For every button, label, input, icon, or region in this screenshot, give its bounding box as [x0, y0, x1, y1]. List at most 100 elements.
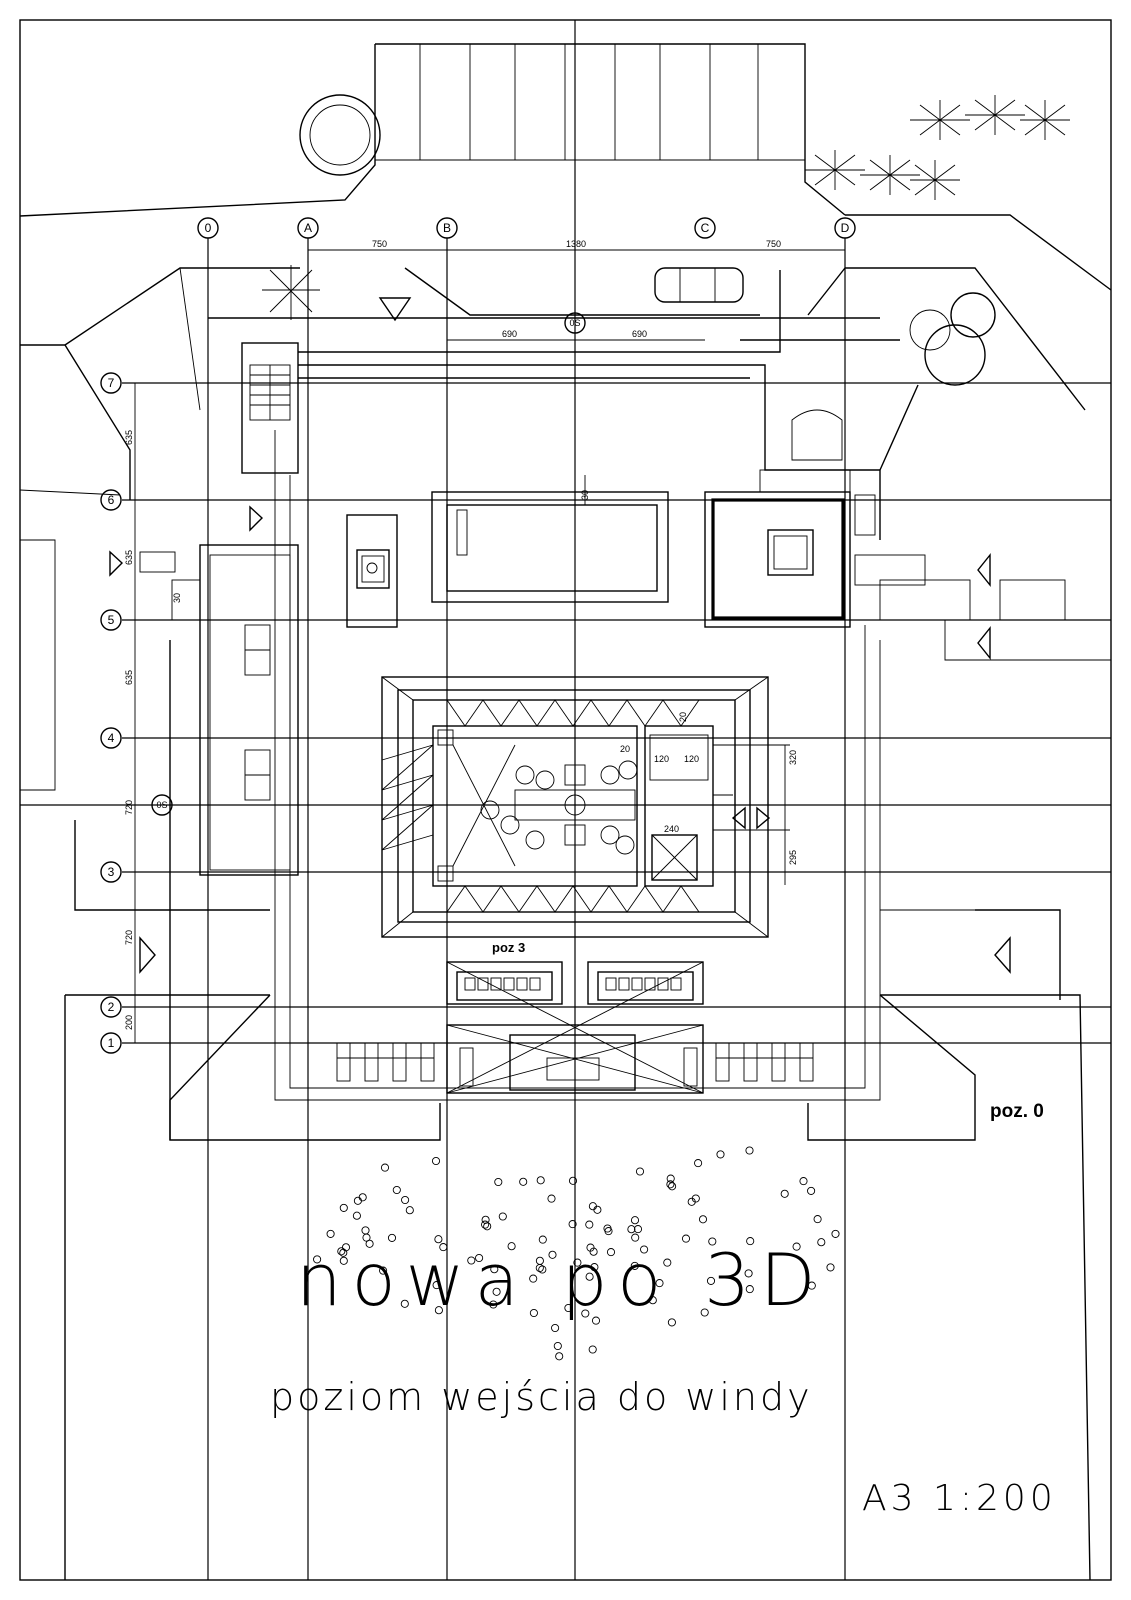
decorative-dot — [401, 1195, 410, 1205]
decorative-dot — [339, 1256, 348, 1265]
decorative-dot — [353, 1196, 362, 1205]
decorative-dot — [380, 1163, 390, 1172]
axis-bubble-0s-left: 0S — [151, 794, 173, 816]
decorative-dot — [792, 1242, 801, 1251]
axis-label: 6 — [108, 493, 115, 507]
dimension-line-top: 750 1380 750 690 690 — [308, 239, 845, 341]
decorative-dot — [745, 1285, 754, 1294]
decorative-dot — [337, 1247, 346, 1256]
decorative-dot — [588, 1202, 597, 1211]
axis-label: 0S — [569, 318, 580, 328]
axis-label: 1 — [108, 1036, 115, 1050]
decorative-dot — [481, 1220, 490, 1229]
decorative-dot — [668, 1182, 677, 1191]
dimension-label: 1380 — [566, 239, 586, 249]
decorative-dot — [663, 1258, 672, 1267]
dimension-label: 295 — [788, 850, 798, 865]
decorative-dot — [604, 1227, 613, 1236]
decorative-dot — [633, 1225, 643, 1234]
dimension-label: 30 — [172, 593, 182, 603]
axis-bubble-1: 1 — [100, 1032, 122, 1054]
decorative-dot — [392, 1185, 401, 1195]
decorative-dot — [432, 1281, 441, 1290]
dimension-label: 30 — [580, 490, 590, 500]
decorative-dot — [589, 1247, 598, 1256]
decorative-dot — [631, 1233, 640, 1242]
decorative-dot — [536, 1176, 545, 1185]
seating-rows — [336, 1042, 814, 1087]
decorative-dot — [700, 1308, 709, 1317]
decorative-dot — [492, 1287, 501, 1296]
direction-markers — [109, 505, 1011, 974]
axis-bubble-c: C — [694, 217, 716, 239]
axis-label: 3 — [108, 865, 115, 879]
dimension-label: 750 — [372, 239, 387, 249]
west-building — [139, 544, 299, 876]
decorative-dot — [573, 1258, 582, 1267]
decorative-dot — [361, 1226, 370, 1235]
decorative-dot — [817, 1238, 826, 1247]
parking-row — [19, 43, 1112, 291]
decorative-dot — [568, 1176, 578, 1185]
drawing-title: nowa po 3D — [296, 1238, 825, 1322]
decorative-dot — [547, 1194, 556, 1203]
level-label: poz. 0 — [990, 1101, 1044, 1122]
decorative-dot — [716, 1150, 725, 1159]
sheet-scale: A3 1:200 — [862, 1478, 1057, 1519]
axis-bubble-7: 7 — [100, 372, 122, 394]
decorative-dot — [358, 1193, 367, 1202]
decorative-dot — [553, 1341, 562, 1351]
decorative-dot — [490, 1265, 499, 1274]
decorative-dot — [467, 1256, 476, 1265]
decorative-dot — [555, 1352, 564, 1361]
decorative-dot — [655, 1279, 664, 1288]
axis-label: 0S — [156, 800, 167, 810]
decorative-dot — [431, 1156, 441, 1166]
decorative-dot — [694, 1159, 703, 1168]
dimension-label: 20 — [620, 744, 630, 754]
decorative-dot — [591, 1316, 601, 1325]
dimension-label: 690 — [502, 329, 517, 339]
decorative-dot — [807, 1186, 816, 1195]
decorative-dot — [746, 1237, 755, 1246]
decorative-dot — [339, 1203, 348, 1212]
dimension-label: 750 — [766, 239, 781, 249]
dimension-label: 240 — [664, 824, 679, 834]
decorative-dot — [667, 1318, 676, 1327]
axis-bubble-0: 0 — [197, 217, 219, 239]
level-marker-triangle — [378, 297, 412, 322]
decorative-dot — [551, 1323, 560, 1333]
decorative-dot — [434, 1306, 443, 1315]
decorative-dot — [593, 1205, 602, 1214]
dimension-label: 690 — [632, 329, 647, 339]
decorative-dot — [548, 1250, 557, 1259]
axis-label: 0 — [205, 221, 212, 235]
tree-symbol — [299, 94, 381, 176]
decorative-dot — [691, 1194, 700, 1203]
decorative-dot — [666, 1180, 675, 1189]
decorative-dot — [379, 1266, 388, 1275]
axis-label: B — [443, 221, 451, 235]
decorative-dot — [352, 1211, 361, 1220]
decorative-dot — [780, 1189, 789, 1198]
decorative-dot-field — [313, 1146, 840, 1361]
axis-bubble-b: B — [436, 217, 458, 239]
stair-block-nw — [241, 342, 299, 474]
decorative-dot — [640, 1245, 649, 1254]
lift-tower-ne — [704, 409, 926, 628]
decorative-dot — [666, 1174, 675, 1183]
dimension-label: 20 — [678, 712, 688, 722]
decorative-dot — [585, 1272, 594, 1281]
decorative-dot — [362, 1233, 371, 1242]
decorative-dot — [606, 1248, 616, 1257]
decorative-dot — [529, 1274, 538, 1283]
decorative-dot — [519, 1177, 528, 1186]
decorative-dot — [538, 1235, 547, 1244]
axis-bubble-3: 3 — [100, 861, 122, 883]
dimension-label: 635 — [124, 430, 134, 445]
decorative-dot — [813, 1215, 822, 1224]
sub-level-label: poz 3 — [492, 940, 525, 955]
decorative-dot — [568, 1220, 577, 1229]
decorative-dot — [744, 1269, 753, 1278]
dimension-label: 720 — [124, 930, 134, 945]
